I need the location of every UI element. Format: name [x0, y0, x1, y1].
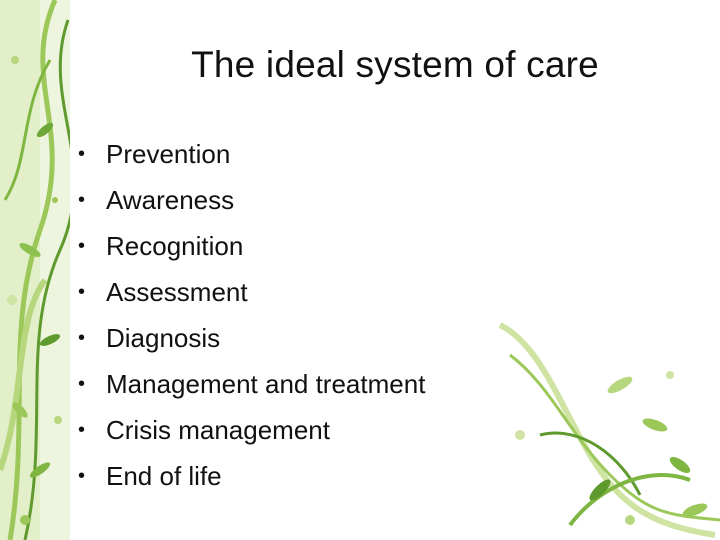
list-item-text: Crisis management [106, 414, 330, 445]
bullet-icon: • [78, 189, 86, 211]
list-item: • Crisis management [78, 407, 425, 453]
bullet-icon: • [78, 235, 86, 257]
bullet-icon: • [78, 143, 86, 165]
list-item: • Awareness [78, 177, 425, 223]
list-item: • Prevention [78, 131, 425, 177]
list-item: • Management and treatment [78, 361, 425, 407]
bullet-icon: • [78, 327, 86, 349]
list-item-text: Management and treatment [106, 368, 426, 399]
list-item-text: Prevention [106, 138, 231, 169]
list-item-text: End of life [106, 460, 222, 491]
slide-title: The ideal system of care [191, 44, 599, 85]
list-item: • Recognition [78, 223, 425, 269]
left-foliage-decoration [0, 0, 70, 540]
list-item-text: Diagnosis [106, 322, 221, 353]
corner-foliage-decoration [498, 322, 720, 538]
list-item-text: Assessment [106, 276, 248, 307]
bullet-icon: • [78, 281, 86, 303]
bullet-icon: • [78, 373, 86, 395]
list-item: • Diagnosis [78, 315, 425, 361]
bullet-list: • Prevention • Awareness • Recognition • Ass… [78, 131, 425, 499]
bullet-icon: • [78, 465, 86, 487]
list-item-text: Recognition [106, 230, 244, 261]
list-item: • Assessment [78, 269, 425, 315]
bullet-icon: • [78, 419, 86, 441]
list-item-text: Awareness [106, 184, 235, 215]
list-item: • End of life [78, 453, 425, 499]
